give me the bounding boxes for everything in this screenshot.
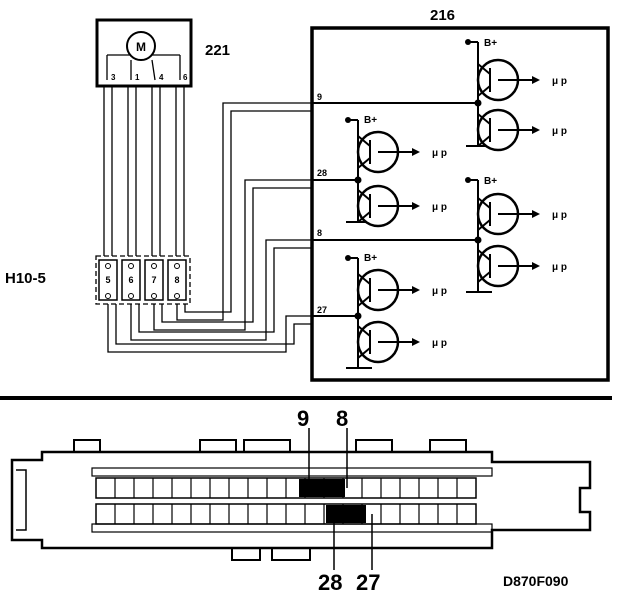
ecu-connector-top-row xyxy=(95,477,477,499)
mp-label: μ p xyxy=(432,148,447,159)
connector-pin-label: 7 xyxy=(151,275,156,285)
supply-label: B+ xyxy=(484,38,497,49)
motor-pin-label: 1 xyxy=(135,73,140,82)
connector-h10-5: 5 6 7 8 xyxy=(95,255,191,305)
mp-label: μ p xyxy=(552,126,567,137)
supply-labels: B+ B+ B+ B+ xyxy=(345,38,497,264)
motor-pin-label: 6 xyxy=(183,73,188,82)
ecu-connector-drawing xyxy=(10,439,592,561)
connector-ref-label: H10-5 xyxy=(5,270,46,287)
ecu-216-box xyxy=(310,26,610,382)
mp-label: μ p xyxy=(432,202,447,213)
figure-id: D870F090 xyxy=(503,573,569,589)
ecu-pin-label: 8 xyxy=(317,228,322,238)
motor-221: M 3 1 4 6 xyxy=(95,18,193,88)
supply-label: B+ xyxy=(484,176,497,187)
callout-bottom-label: 28 xyxy=(318,570,342,595)
ecu-pin-label: 27 xyxy=(317,305,327,315)
ecu-pin-label: 9 xyxy=(317,92,322,102)
ecu-ref-label: 216 xyxy=(430,7,455,24)
callout-top-label: 8 xyxy=(336,406,348,431)
mp-label: μ p xyxy=(432,338,447,349)
callout-top-label: 9 xyxy=(297,406,309,431)
callout-bottom-label: 27 xyxy=(356,570,380,595)
ecu-connector-bottom-row xyxy=(95,503,477,525)
transistors-left xyxy=(356,130,420,364)
pin-callouts xyxy=(308,428,373,570)
motor-ref-label: 221 xyxy=(205,42,230,59)
connector-pin-label: 6 xyxy=(128,275,133,285)
ecu-harness xyxy=(107,102,312,353)
mp-label: μ p xyxy=(552,210,567,221)
motor-icon xyxy=(126,31,156,61)
motor-pin-label: 3 xyxy=(111,73,116,82)
motor-harness xyxy=(103,86,185,256)
transistors-right xyxy=(476,58,540,288)
mp-label: μ p xyxy=(552,262,567,273)
connector-pin-label: 5 xyxy=(105,275,110,285)
motor-symbol: M xyxy=(136,40,146,54)
mp-label: μ p xyxy=(552,76,567,87)
highlighted-pins-28-27 xyxy=(326,505,366,523)
ecu-pin-label: 28 xyxy=(317,168,327,178)
motor-pin-label: 4 xyxy=(159,73,164,82)
supply-label: B+ xyxy=(364,115,377,126)
mp-label: μ p xyxy=(432,286,447,297)
highlighted-pins-9-8 xyxy=(299,479,345,497)
microprocessor-input-labels: μ p μ p μ p μ p μ p μ p μ p μ p xyxy=(432,76,567,349)
supply-label: B+ xyxy=(364,253,377,264)
connector-pin-label: 8 xyxy=(174,275,179,285)
